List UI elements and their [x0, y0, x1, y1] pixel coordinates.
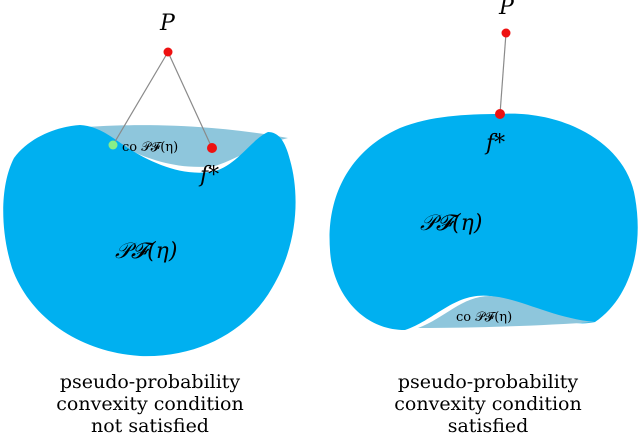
- left-caption-line-1: pseudo-probability: [59, 371, 241, 393]
- left-convex-hull-region: [75, 125, 288, 167]
- left-pseudo-probability-region: [3, 125, 296, 357]
- left-optimum-point: [207, 143, 217, 153]
- right-caption-line-2: convexity condition: [394, 393, 582, 415]
- left-hull-label: co 𝒫𝓕(η): [122, 140, 178, 155]
- right-region-label: 𝒫𝓕(η): [420, 211, 482, 236]
- left-line-to-hull-point: [112, 51, 169, 146]
- right-caption: pseudo-probability convexity condition s…: [338, 371, 638, 437]
- left-caption-line-2: convexity condition: [56, 393, 244, 415]
- right-p-label: P: [498, 0, 515, 20]
- right-caption-line-1: pseudo-probability: [397, 371, 579, 393]
- left-caption: pseudo-probability convexity condition n…: [0, 371, 300, 437]
- right-optimum-point: [495, 109, 505, 119]
- left-hull-point: [108, 140, 118, 150]
- right-convex-hull-region: [418, 296, 595, 328]
- left-panel: P co 𝒫𝓕(η) f* 𝒫𝓕(η): [3, 11, 296, 357]
- left-optimum-label: f*: [198, 163, 219, 188]
- right-point-p: [501, 28, 511, 38]
- left-p-label: P: [159, 11, 176, 36]
- right-caption-line-3: satisfied: [447, 415, 529, 437]
- left-caption-line-3: not satisfied: [91, 415, 209, 437]
- right-pseudo-probability-region: [329, 113, 638, 330]
- left-line-to-optimum: [167, 51, 213, 149]
- left-region-label: 𝒫𝓕(η): [115, 239, 177, 264]
- right-hull-label: co 𝒫𝓕(η): [456, 310, 512, 325]
- right-line-to-optimum: [499, 32, 507, 115]
- left-point-p: [163, 47, 173, 57]
- right-optimum-label: f*: [484, 131, 505, 156]
- right-panel: P f* 𝒫𝓕(η) co 𝒫𝓕(η): [329, 0, 638, 330]
